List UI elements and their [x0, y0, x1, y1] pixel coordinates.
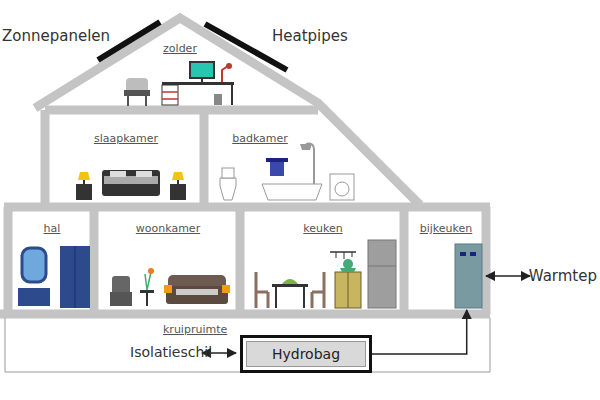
room-label: keuken	[303, 222, 342, 235]
room-area: badkamer	[210, 118, 310, 204]
room-area: hal	[13, 212, 91, 310]
component-label: Zonnepanelen	[2, 27, 110, 45]
room-area: zolder	[110, 38, 250, 104]
crawlspace-area: kruipruimteHydrobag	[8, 319, 486, 375]
room-label: woonkamer	[136, 222, 200, 235]
room-area: bijkeuken	[409, 212, 483, 310]
room-area: woonkamer	[99, 212, 237, 310]
component-label: Heatpipes	[272, 27, 348, 45]
room-label: hal	[44, 222, 61, 235]
room-label: slaapkamer	[94, 132, 158, 145]
component-label: Warmtep	[529, 267, 597, 285]
box-label: Hydrobag	[246, 341, 366, 367]
room-label: badkamer	[232, 132, 288, 145]
room-label: bijkeuken	[420, 222, 473, 235]
room-area: keuken	[245, 212, 401, 310]
room-label: zolder	[163, 42, 197, 55]
component-label: Isolatieschil	[130, 344, 212, 361]
room-area: slaapkamer	[52, 118, 200, 204]
storage-box: Hydrobag	[240, 335, 372, 373]
pipe-connector	[372, 310, 467, 354]
room-label: kruipruimte	[163, 323, 227, 336]
